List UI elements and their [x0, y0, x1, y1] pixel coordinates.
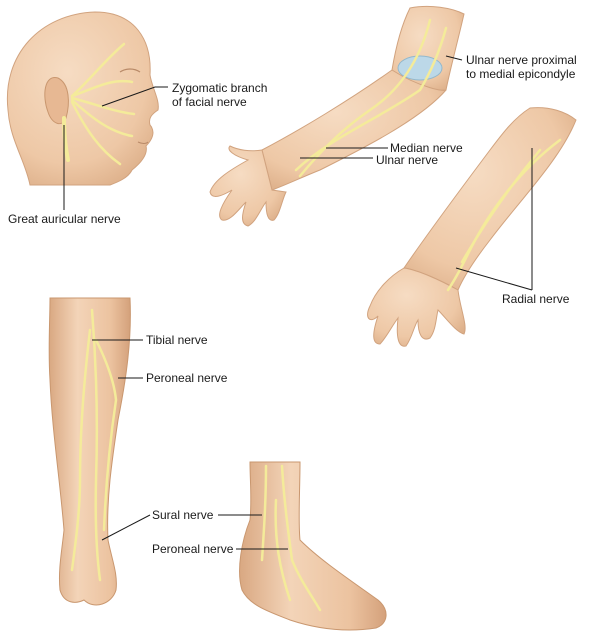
leader-sural [101, 514, 151, 541]
radial-nerve-lines [446, 138, 562, 292]
foot-figure [239, 461, 387, 631]
label-ulnar-nerve: Ulnar nerve [376, 153, 439, 167]
leg-shape [48, 297, 131, 606]
leader-radial-lower [455, 267, 533, 291]
leader-lines [63, 55, 533, 550]
foot-shape [239, 461, 387, 631]
radial-hand-shape [367, 267, 466, 347]
foot-nerves [260, 464, 322, 612]
radial-forearm-shape [403, 107, 577, 291]
label-ulnar-proximal-line2: to medial epicondyle [466, 67, 576, 81]
elbow-arm-figure [209, 5, 465, 227]
medial-epicondyle-shape [397, 55, 443, 81]
hand-shape [209, 145, 287, 227]
leg-nerves [70, 308, 118, 582]
label-radial-nerve: Radial nerve [502, 292, 570, 306]
ear-shape [44, 77, 69, 125]
facial-nerve-branches [62, 42, 136, 166]
leg-figure [48, 297, 131, 606]
forearm-radial-figure [367, 107, 577, 347]
label-sural-nerve: Sural nerve [152, 508, 214, 522]
label-tibial-nerve: Tibial nerve [146, 333, 208, 347]
label-peroneal-nerve-leg: Peroneal nerve [146, 371, 228, 385]
head-figure [6, 11, 159, 186]
label-ulnar-proximal-line1: Ulnar nerve proximal [466, 53, 577, 67]
label-median-nerve: Median nerve [390, 141, 463, 155]
head-shape [6, 11, 159, 186]
label-zygomatic-branch-line2: of facial nerve [172, 95, 247, 109]
label-great-auricular-nerve: Great auricular nerve [8, 212, 121, 226]
label-peroneal-nerve-foot: Peroneal nerve [152, 542, 234, 556]
label-zygomatic-branch-line1: Zygomatic branch [172, 81, 268, 95]
leader-ulnar-proximal [445, 55, 463, 61]
mouth-shape [137, 141, 149, 144]
arm-nerves [294, 18, 448, 178]
eye-shape [119, 68, 141, 73]
leader-zygomatic [101, 86, 168, 107]
